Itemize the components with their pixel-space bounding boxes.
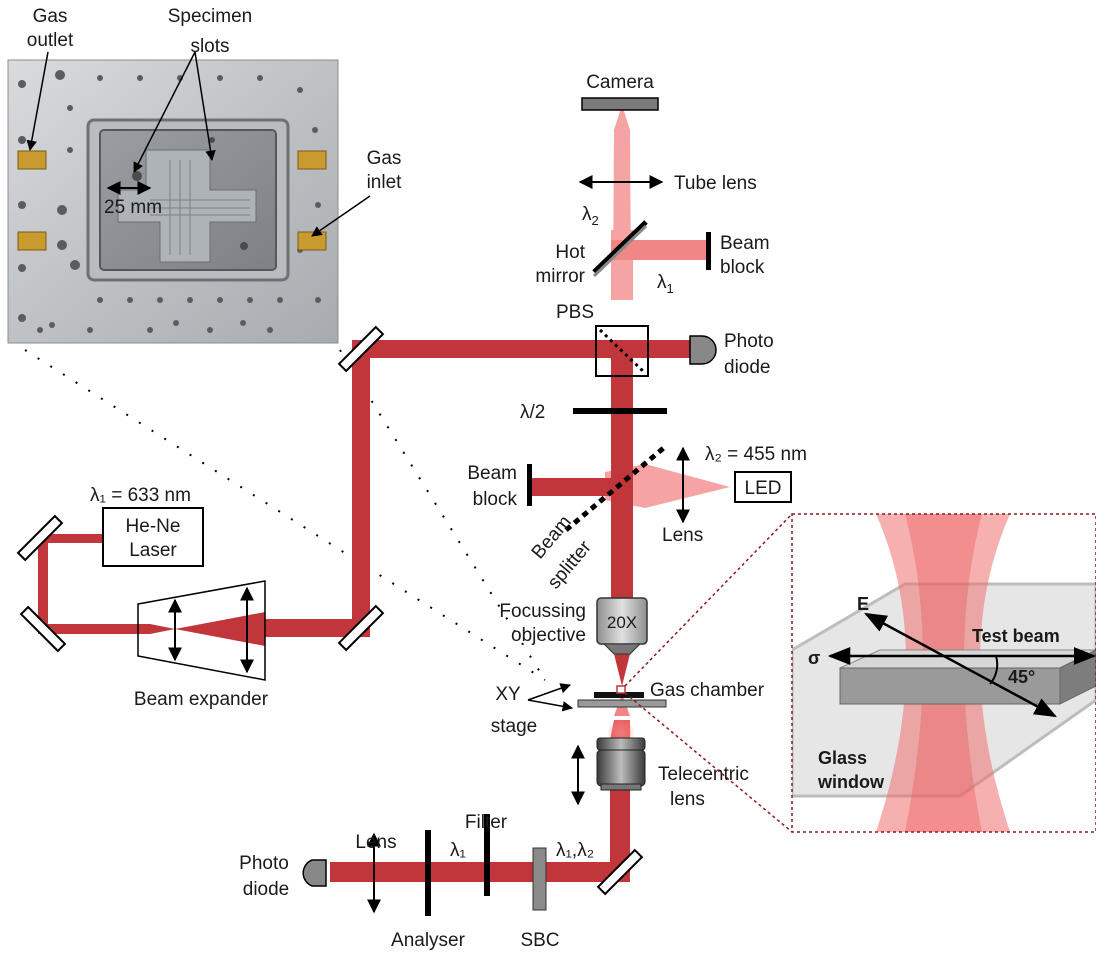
xy-arrow-1 [527,683,571,701]
led-beam [605,105,730,508]
objective-label-1: Focussing [499,601,586,622]
half-wave-label: λ/2 [520,402,545,423]
glass-window-label-2: window [817,772,885,792]
hot-mirror-label-1: Hot [555,242,585,263]
angle-label: 45° [1008,667,1035,687]
lambda1-633-label: λ₁ = 633 nm [90,485,191,506]
lens-bottom-label: Lens [355,832,396,853]
filter-label: Filter [465,812,508,833]
tube-lens-label: Tube lens [674,173,757,194]
lambda12-label: λ₁,λ₂ [556,840,594,861]
gas-outlet-arrow [26,51,49,152]
photodiode-top-label-2: diode [724,357,771,378]
pbs-label: PBS [556,302,594,323]
mirror-laser-1 [16,514,64,562]
brass-fittings [17,150,327,251]
focusing-objective: 20X [596,597,648,655]
beam-block-mid [527,464,532,506]
sbc-label: SBC [520,930,559,951]
scale-label: 25 mm [104,197,162,218]
gas-chamber [577,685,667,708]
inset-connector-2 [624,692,793,833]
sbc [532,847,547,911]
beam-block-mid-label-1: Beam [467,463,517,484]
gas-chamber-label: Gas chamber [650,680,765,701]
filter [484,814,490,896]
test-beam-label: Test beam [972,626,1060,646]
gas-inlet-label-1: Gas [367,148,402,169]
photodiode-top-label-1: Photo [724,331,774,352]
beam-block-top-label-1: Beam [720,233,770,254]
gas-inlet-label-2: inlet [367,172,403,193]
half-wave-plate [573,408,667,414]
gas-outlet-label-2: outlet [27,30,74,51]
mirror-bottom [596,848,644,896]
mirror-laser-2 [19,605,67,653]
camera-sensor [581,97,659,111]
beam-block-top [706,232,711,270]
specimen-arrow-1 [133,51,196,173]
lambda1-bottom-label: λ₁ [450,840,466,861]
beam-expander-label: Beam expander [134,689,269,710]
xy-stage-label-1: XY [495,684,521,705]
telecentric-lens [596,719,646,791]
laser-label-1: He-Ne [126,516,181,537]
inset-panel: E σ Test beam 45° Glass window [791,513,1096,833]
mirror-expander-out [337,604,385,652]
specimen-slots-label-1: Specimen [168,6,253,27]
beam-block-top-label-2: block [720,257,765,278]
hene-laser [102,507,204,567]
laser-label-2: Laser [129,540,177,561]
photodiode-top [689,335,717,365]
analyser-label: Analyser [391,930,466,951]
objective-label-2: objective [511,625,586,646]
gas-outlet-label-1: Gas [33,6,68,27]
lens-mid-label: Lens [662,525,703,546]
led-label: LED [745,478,782,499]
telecentric-label-1: Telecentric [658,764,749,785]
angle-arc [989,655,999,685]
analyser [425,830,431,916]
led-source [734,471,792,503]
inset-connector-1 [624,513,793,687]
gas-inlet-arrow [311,195,371,237]
mirror-top-left [337,325,385,373]
objective-mag-label: 20X [607,613,637,632]
hot-mirror [592,220,648,274]
telecentric-label-2: lens [670,789,705,810]
e-field-arrow [864,612,1057,718]
e-field-label: E [857,594,869,614]
chamber-photo: 25 mm [7,59,339,344]
sigma-label: σ [808,648,820,668]
photodiode-bottom-label-1: Photo [239,853,289,874]
hot-mirror-label-2: mirror [535,266,585,287]
lambda2-455-label: λ₂ = 455 nm [705,444,807,465]
photodiode-bottom [302,859,327,887]
beam-block-mid-label-2: block [473,489,518,510]
beam-expander [137,580,266,681]
camera-label: Camera [586,72,654,93]
lambda2-label: λ2 [582,204,599,228]
lambda1-top-label: λ1 [657,272,674,296]
xy-stage-label-2: stage [491,716,537,737]
xy-arrow-2 [527,699,574,712]
laser-beam [38,340,692,882]
pbs-cube [595,325,649,377]
photodiode-bottom-label-2: diode [243,879,290,900]
specimen-arrow-2 [194,51,216,162]
mirrors [16,325,644,896]
glass-window-label-1: Glass [818,748,867,768]
photo-mounting-holes [18,70,321,333]
specimen-slots-label-2: slots [190,36,229,57]
